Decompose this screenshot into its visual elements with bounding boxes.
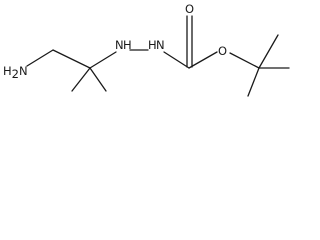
bond-ester-o-cquat	[229, 52, 260, 69]
carbonyl-oxygen-label: O	[185, 2, 194, 16]
hydrazine-h1-label: H	[123, 38, 132, 52]
bond-tbu-methyl-up	[258, 34, 279, 69]
bond-cquat-methyl-left	[71, 67, 91, 92]
atom-labels: H2N N H H N O O	[3, 2, 227, 81]
bond-cquat-methyl-down	[89, 67, 107, 92]
ester-oxygen-label: O	[218, 44, 227, 58]
bond-ch2-cquat	[52, 49, 91, 69]
hydrazine-n2-label: N	[156, 38, 165, 52]
bond-c-ester-o	[188, 51, 218, 69]
hydrazine-h2-label: H	[148, 38, 157, 52]
bond-cquat-nh	[89, 51, 117, 69]
chemical-structure: H2N N H H N O O	[3, 2, 290, 97]
amine-label: H2N	[3, 64, 28, 81]
bond-nh-carbonyl-c	[163, 51, 190, 69]
bond-tbu-methyl-down	[247, 67, 260, 97]
bonds	[26, 15, 290, 97]
bond-nh2-ch2	[26, 49, 54, 67]
hydrazine-n1-label: N	[115, 38, 124, 52]
